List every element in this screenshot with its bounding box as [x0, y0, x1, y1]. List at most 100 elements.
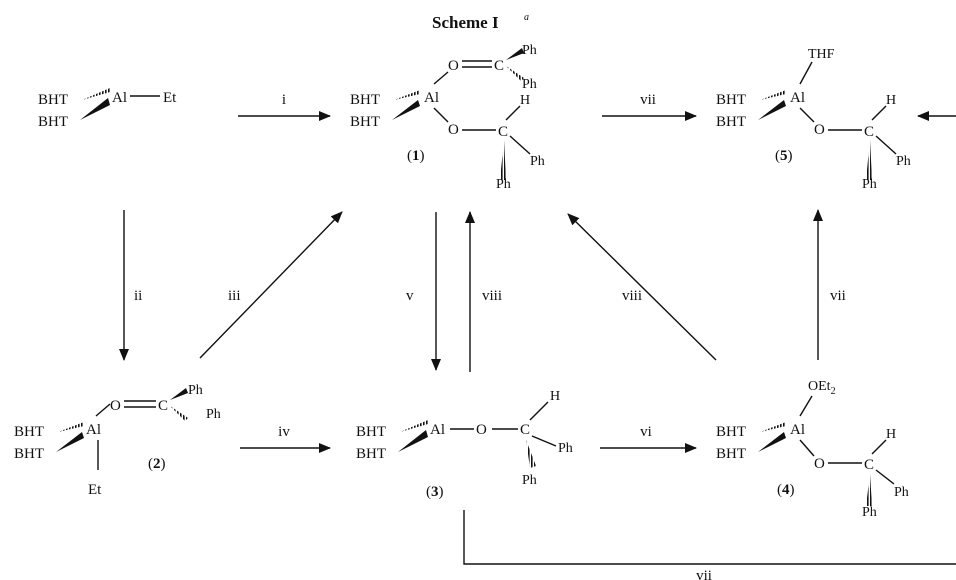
step-label-vii: vii [640, 92, 656, 108]
al-o-bond [799, 439, 815, 457]
svg-text:OEt2: OEt2 [808, 379, 836, 397]
bht-label: BHT [38, 92, 68, 108]
scheme-title: Scheme I a [432, 12, 529, 32]
title-text: Scheme I [432, 13, 499, 32]
oxygen-atom: O [448, 122, 459, 138]
arrow-step-iii [199, 211, 343, 359]
al-ether-bond [799, 395, 813, 417]
phenyl-label: Ph [862, 505, 877, 520]
bht-label: BHT [356, 424, 386, 440]
bht-label: BHT [350, 114, 380, 130]
compound-1: BHT BHT Al O C Ph Ph O C H Ph Ph (1) [350, 43, 545, 192]
hydrogen-atom: H [886, 93, 896, 108]
wedge-bond [170, 388, 188, 400]
c-ph-bond [875, 469, 895, 485]
title-footnote-mark: a [524, 12, 529, 23]
phenyl-label: Ph [894, 485, 909, 500]
step-label-i: i [282, 92, 286, 108]
step-label-vi: vi [640, 424, 652, 440]
phenyl-label: Ph [896, 154, 911, 169]
phenyl-label: Ph [862, 177, 877, 192]
bht-label: BHT [716, 446, 746, 462]
carbon-atom: C [520, 422, 530, 438]
oxygen-atom: O [110, 398, 121, 414]
al-o-bond [433, 107, 449, 123]
bht-label: BHT [716, 424, 746, 440]
hashed-bond [170, 406, 188, 421]
bht-label: BHT [14, 446, 44, 462]
svg-text:(3): (3) [426, 484, 444, 500]
compound-label-5: (5) [775, 148, 793, 164]
phenyl-label: Ph [522, 43, 537, 58]
compound-3: BHT BHT Al O C H Ph Ph (3) [356, 389, 573, 500]
al-thf-bond [799, 61, 813, 85]
bht-label: BHT [38, 114, 68, 130]
al-o-bond [433, 71, 449, 85]
carbon-atom: C [864, 124, 874, 140]
c-h-bond [871, 105, 887, 121]
wedge-bond [758, 432, 786, 452]
hashed-bond [506, 66, 524, 81]
phenyl-label: Ph [522, 77, 537, 92]
hashed-bond [394, 90, 420, 100]
oxygen-atom: O [814, 456, 825, 472]
wedge-bond [56, 432, 84, 452]
wedge-bond [398, 430, 428, 452]
al-o-bond [799, 107, 815, 123]
step-label-v: v [406, 288, 414, 304]
bht-label: BHT [716, 92, 746, 108]
hashed-bond [82, 88, 110, 100]
bht-label: BHT [14, 424, 44, 440]
c-h-bond [529, 401, 549, 421]
thf-ligand: THF [808, 47, 835, 62]
hydrogen-atom: H [520, 93, 530, 108]
compound-label-1: (1) [407, 148, 425, 164]
svg-text:(5): (5) [775, 148, 793, 164]
c-h-bond [505, 105, 521, 121]
oxygen-atom: O [476, 422, 487, 438]
carbon-atom: C [158, 398, 168, 414]
wedge-bond [506, 48, 524, 60]
c-h-bond [871, 439, 887, 455]
phenyl-label: Ph [558, 441, 573, 456]
hydrogen-atom: H [550, 389, 560, 404]
phenyl-label: Ph [188, 383, 203, 398]
arrow-step-viii-diagonal [567, 213, 717, 361]
start-material-alet: BHT BHT Al Et [38, 88, 177, 130]
hashed-bond [526, 440, 536, 468]
c-ph-bond [509, 135, 531, 155]
phenyl-label: Ph [522, 473, 537, 488]
hashed-bond [866, 140, 872, 180]
hashed-bond [760, 422, 786, 432]
compound-4: BHT BHT Al OEt2 O C H Ph Ph (4) [716, 379, 909, 520]
compound-label-4: (4) [777, 482, 795, 498]
bht-label: BHT [716, 114, 746, 130]
c-ph-bond [531, 435, 557, 447]
al-atom: Al [790, 90, 805, 106]
oxygen-atom: O [814, 122, 825, 138]
phenyl-label: Ph [206, 407, 221, 422]
carbon-atom: C [498, 124, 508, 140]
step-label-ii: ii [134, 288, 142, 304]
c-ph-bond [875, 135, 897, 155]
bht-label: BHT [350, 92, 380, 108]
phenyl-label: Ph [530, 154, 545, 169]
al-atom: Al [86, 422, 101, 438]
hashed-bond [400, 420, 428, 432]
hashed-bond [866, 474, 872, 506]
step-label-vii: vii [696, 568, 712, 580]
wedge-bond [758, 100, 786, 120]
al-atom: Al [430, 422, 445, 438]
step-label-iii: iii [228, 288, 241, 304]
carbon-atom: C [494, 58, 504, 74]
step-label-viii: viii [482, 288, 502, 304]
wedge-bond [392, 100, 420, 120]
diethyl-ether-ligand: OEt2 [808, 379, 836, 397]
hashed-bond [58, 422, 84, 432]
al-o-bond [95, 403, 111, 417]
et-group: Et [163, 90, 177, 106]
arrow-step-vii-bottom [463, 510, 956, 565]
step-label-iv: iv [278, 424, 290, 440]
svg-text:(4): (4) [777, 482, 795, 498]
